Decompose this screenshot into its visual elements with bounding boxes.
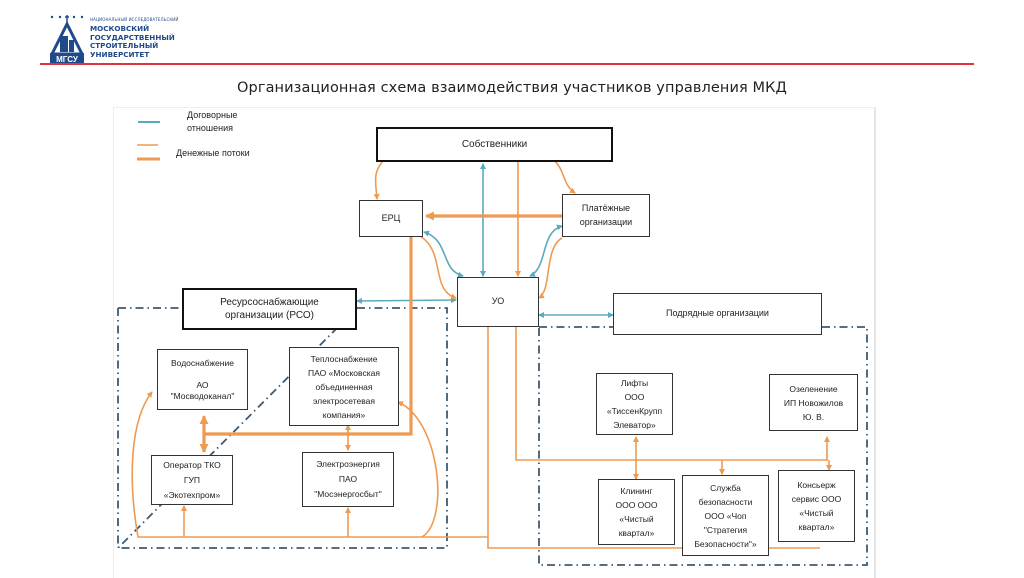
node-owners: Собственники [376,127,613,162]
uo-contractor-bus [515,327,828,461]
node-concierge: Консьерж сервис ООО «Чистый квартал» [778,470,855,542]
node-electricity: Электроэнергия ПАО "Мосэнергосбыт" [302,452,394,507]
node-contractors: Подрядные организации [613,293,822,335]
node-security: Служба безопасности ООО «Чоп "Стратегия … [682,475,769,556]
logo-line-1: МОСКОВСКИЙ [90,24,150,33]
university-name: НАЦИОНАЛЬНЫЙ ИССЛЕДОВАТЕЛЬСКИЙ МОСКОВСКИ… [90,18,179,59]
node-tko: Оператор ТКО ГУП «Экотехпром» [151,455,233,505]
rso-bottom-bus [131,391,488,538]
legend-contract-label: Договорные отношения [187,110,238,133]
payment-uo-money [538,237,563,299]
bus-heat-money [397,401,439,538]
logo-line-3: СТРОИТЕЛЬНЫЙ [90,41,159,51]
erc-rso-money [199,236,413,436]
node-payment-orgs: Платёжные организации [562,194,650,237]
payment-uo-contract [529,224,563,277]
erc-uo-money [419,235,457,300]
node-uo: УО [457,277,539,327]
logo-line-2: ГОСУДАРСТВЕННЫЙ [90,32,175,42]
legend-money-label: Денежные потоки [176,148,250,158]
erc-uo-contract [423,230,464,278]
diagram-frame [113,107,876,578]
node-lifts: Лифты ООО «ТиссенКрупп Элеватор» [596,373,673,435]
node-cleaning: Клининг ООО ООО «Чистый квартал» [598,479,675,545]
slide-title: Организационная схема взаимодействия уча… [237,80,787,96]
header-divider [40,63,974,65]
logo-abbr: МГСУ [56,55,79,64]
node-rso: Ресурсоснабжающие организации (РСО) [182,288,357,330]
logo-small-text: НАЦИОНАЛЬНЫЙ ИССЛЕДОВАТЕЛЬСКИЙ [90,17,179,22]
rso-group-border [115,307,448,549]
logo-line-4: УНИВЕРСИТЕТ [90,49,150,59]
owners-erc-money [373,159,385,200]
mgsu-logo-icon: МГСУ [50,15,84,64]
contractors-group-border [538,326,868,566]
node-heat: Теплоснабжение ПАО «Московская объединен… [289,347,399,426]
node-greening: Озеленение ИП Новожилов Ю. В. [769,374,858,431]
node-erc: ЕРЦ [359,200,423,237]
node-water: Водоснабжение АО "Мосводоканал" [157,349,248,410]
owners-payment-money [553,159,576,194]
rso-uo-contract [356,297,457,304]
